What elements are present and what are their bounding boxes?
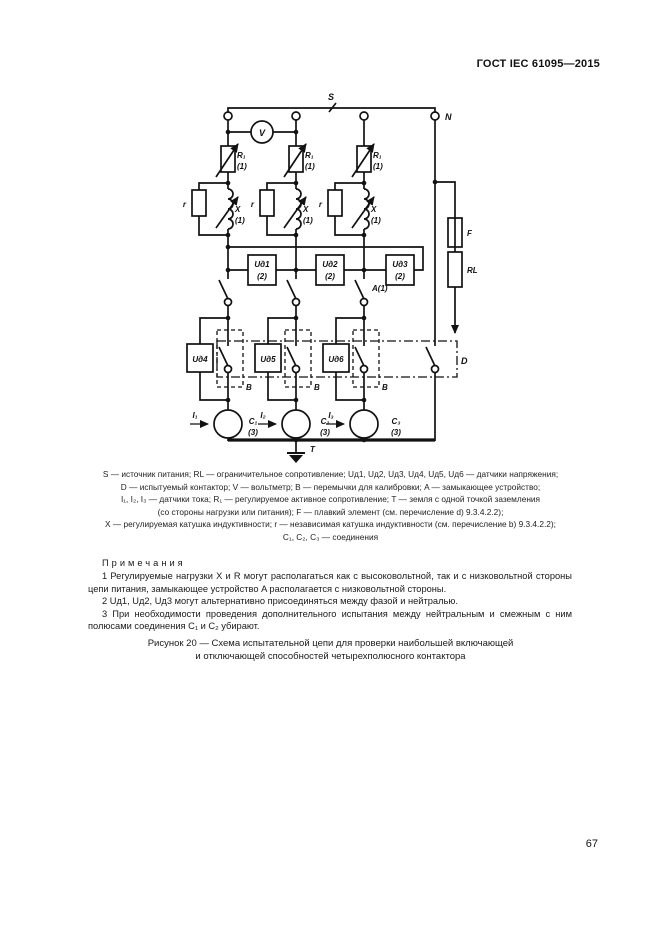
voltmeter	[228, 120, 296, 144]
label-ud5: Uд5	[260, 355, 276, 364]
label-ud3-note: (2)	[395, 272, 405, 281]
phase-line-1	[186, 120, 243, 441]
label-limit-resistor-rl: RL	[467, 266, 478, 275]
supply-terminals	[223, 111, 440, 121]
contactor-enclosure	[216, 340, 458, 378]
label-c3-note: (3)	[391, 428, 401, 437]
label-x-phase1: X	[234, 205, 241, 214]
label-x-phase2: X	[302, 205, 309, 214]
label-current-sensor-i1: I₁	[192, 411, 197, 420]
label-neutral-n: N	[445, 112, 452, 122]
note-item-1: 1 Регулируемые нагрузки X и R могут расп…	[88, 571, 572, 594]
diagram-labels: R₁ (1) R₁ (1) R₁ (1) r r r X (1) X (1) X…	[183, 151, 478, 454]
label-current-sensor-i3: I₃	[328, 411, 333, 420]
circuit-diagram: S N V	[183, 92, 478, 463]
note-item-3: 3 При необходимости проведения дополните…	[88, 608, 572, 632]
legend-line: C₁, C₂, C₃ — соединения	[282, 531, 379, 542]
label-c1-note: (3)	[248, 428, 258, 437]
label-ud2: Uд2	[322, 260, 338, 269]
calibration-jumper-boxes	[216, 329, 380, 388]
label-r1-phase3: R₁	[373, 151, 382, 160]
label-ud1-note: (2)	[257, 272, 267, 281]
notes-block: Примечания 1 Регулируемые нагрузки X и R…	[88, 557, 572, 632]
label-x-phase3: X	[370, 205, 377, 214]
legend-line: X — регулируемая катушка индуктивности; …	[105, 519, 556, 530]
label-x-note-phase3: (1)	[371, 216, 381, 225]
label-ground-t: T	[310, 445, 316, 454]
label-ud4: Uд4	[192, 355, 208, 364]
label-contactor-d: D	[461, 356, 468, 366]
label-connection-c3: C₃	[392, 417, 401, 426]
ground-icon	[287, 441, 305, 463]
label-jumper-b-3: B	[382, 383, 388, 392]
label-r-coil-phase3: r	[319, 200, 323, 209]
label-supply-s: S	[328, 92, 334, 102]
label-making-device-a: A(1)	[371, 284, 388, 293]
figure-caption: Рисунок 20 — Схема испытательной цепи дл…	[0, 637, 661, 663]
caption-line-2: и отключающей способностей четырехполюсн…	[195, 651, 466, 662]
label-ud2-note: (2)	[325, 272, 335, 281]
supply-bracket	[227, 102, 436, 113]
legend-line: D — испытуемый контактор; V — вольтметр;…	[120, 481, 541, 492]
label-fuse-f: F	[467, 229, 473, 238]
label-jumper-b-2: B	[314, 383, 320, 392]
junction-dots	[225, 129, 438, 443]
label-r1-note-phase3: (1)	[373, 162, 383, 171]
label-ud3: Uд3	[392, 260, 408, 269]
legend-line: (со стороны нагрузки или питания); F — п…	[157, 506, 504, 517]
notes-title: Примечания	[102, 558, 186, 568]
phase-line-3	[322, 120, 379, 441]
neutral-line	[425, 120, 463, 441]
label-voltmeter: V	[259, 128, 266, 138]
label-x-note-phase1: (1)	[235, 216, 245, 225]
label-r-coil-phase1: r	[183, 200, 187, 209]
page-number: 67	[585, 838, 598, 850]
legend-line: S — источник питания; RL — ограничительн…	[102, 469, 559, 479]
label-jumper-b-1: B	[246, 383, 252, 392]
label-r-coil-phase2: r	[251, 200, 255, 209]
label-ud6: Uд6	[328, 355, 344, 364]
label-ud1: Uд1	[254, 260, 270, 269]
label-c2-note: (3)	[320, 428, 330, 437]
figure-legend: S — источник питания; RL — ограничительн…	[55, 468, 606, 544]
label-r1-note-phase2: (1)	[305, 162, 315, 171]
note-item-2: 2 Uд1, Uд2, Uд3 могут альтернативно прис…	[102, 596, 458, 607]
caption-line-1: Рисунок 20 — Схема испытательной цепи дл…	[147, 638, 514, 649]
legend-line: I₁, I₂, I₃ — датчики тока; R₁ — регулиру…	[120, 494, 541, 505]
figure-20-diagram: S N V	[183, 92, 478, 463]
label-r1-phase1: R₁	[237, 151, 246, 160]
label-current-sensor-i2: I₂	[260, 411, 265, 420]
label-connection-c1: C₁	[249, 417, 258, 426]
voltage-sensor-row	[228, 246, 424, 286]
document-header: ГОСТ IEC 61095—2015	[476, 58, 600, 70]
label-connection-c2: C₂	[321, 417, 330, 426]
label-r1-note-phase1: (1)	[237, 162, 247, 171]
label-x-note-phase2: (1)	[303, 216, 313, 225]
label-r1-phase2: R₁	[305, 151, 314, 160]
